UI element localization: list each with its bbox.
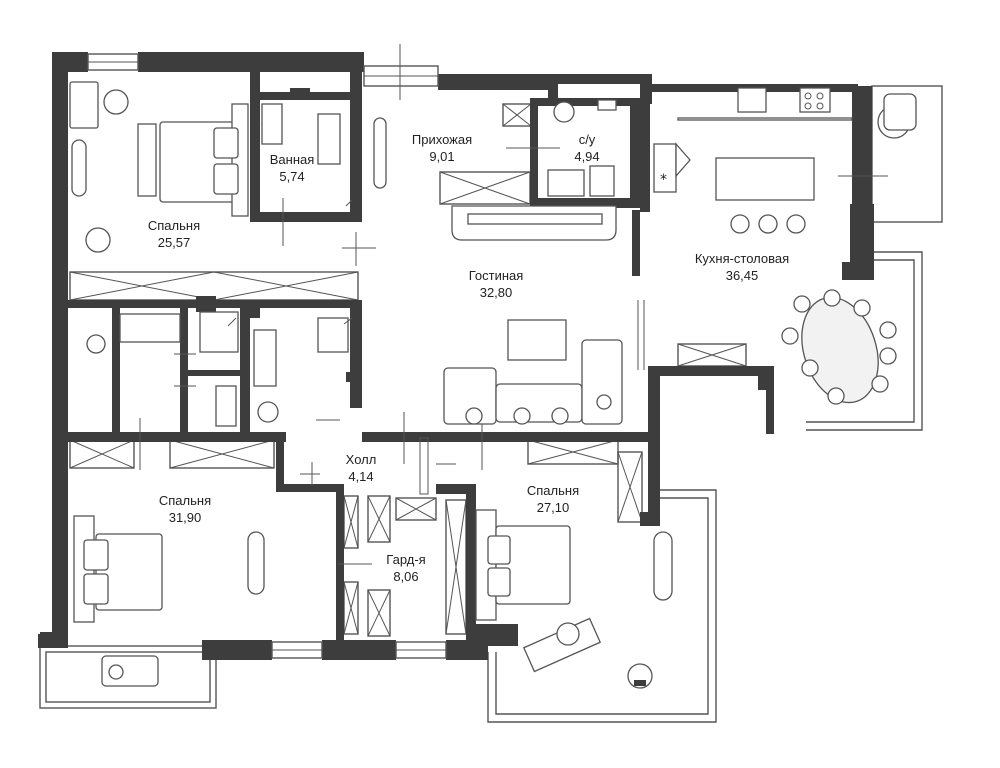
room-area: 4,94: [574, 149, 600, 164]
walls: [38, 52, 874, 660]
room-area: 25,57: [157, 235, 191, 250]
room-name: Ванная: [269, 152, 315, 167]
room-name: Спальня: [158, 493, 212, 508]
room-area: 4,14: [348, 469, 374, 484]
room-label-wc: с/у 4,94: [574, 131, 599, 165]
room-label-living: Гостиная 32,80: [469, 267, 524, 301]
door-guides: [139, 44, 888, 565]
room-name: Спальня: [526, 483, 580, 498]
room-area: 32,80: [479, 285, 513, 300]
room-label-bathroom: Ванная 5,74: [270, 151, 315, 185]
room-name: Кухня-столовая: [694, 251, 790, 266]
furniture: [69, 81, 917, 689]
room-name: Гостиная: [468, 268, 524, 283]
room-area: 27,10: [536, 500, 570, 515]
room-area: 8,06: [393, 569, 419, 584]
room-label-bedroom-lower-left: Спальня 31,90: [159, 492, 211, 526]
room-label-bedroom-top: Спальня 25,57: [148, 217, 200, 251]
room-area: 9,01: [429, 149, 455, 164]
room-label-wardrobe: Гард-я 8,06: [386, 551, 425, 585]
room-name: Прихожая: [411, 132, 473, 147]
room-area: 5,74: [279, 169, 305, 184]
room-label-kitchen-dining: Кухня-столовая 36,45: [695, 250, 789, 284]
room-area: 31,90: [168, 510, 202, 525]
room-name: Гард-я: [386, 552, 426, 567]
room-name: Спальня: [147, 218, 201, 233]
room-name: с/у: [578, 132, 596, 147]
room-label-bedroom-lower-right: Спальня 27,10: [527, 482, 579, 516]
wardrobes: [69, 103, 747, 637]
room-label-hallway-entry: Прихожая 9,01: [412, 131, 472, 165]
room-area: 36,45: [725, 268, 759, 283]
kitchen-asterisk: *: [660, 172, 667, 188]
room-name: Холл: [345, 452, 377, 467]
room-label-hall: Холл 4,14: [346, 451, 377, 485]
